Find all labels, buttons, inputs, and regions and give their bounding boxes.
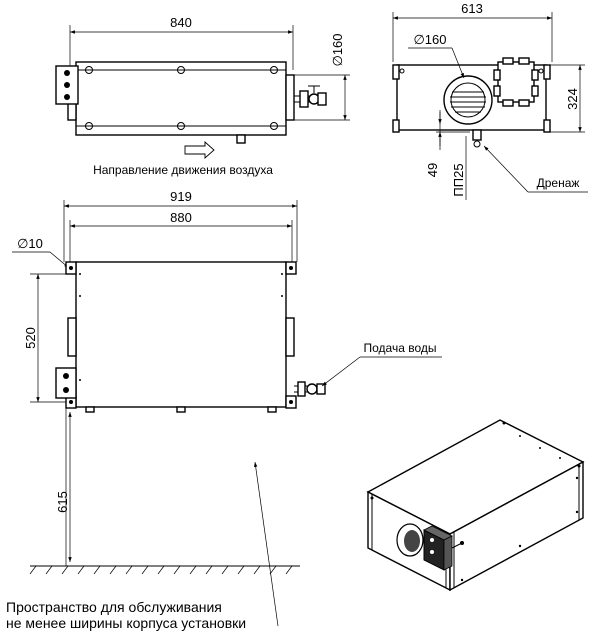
iso-side-face — [449, 460, 584, 592]
dim-pipe-label: ПП25 — [451, 163, 466, 196]
plan-view: 919 880 ∅10 — [6, 189, 442, 631]
water-valve-front — [294, 85, 327, 108]
service-space-line2: не менее ширины корпуса установки — [6, 615, 246, 631]
fan-grille — [443, 75, 493, 125]
water-supply-label: Подача воды — [364, 341, 437, 355]
electrical-box-side — [493, 57, 539, 107]
side-view: 613 — [392, 1, 588, 200]
drain-label: Дренаж — [537, 176, 580, 190]
dim-offset-label: 49 — [425, 163, 440, 177]
dim-duct-side-label: ∅160 — [413, 32, 446, 47]
airflow-arrow — [184, 140, 215, 160]
dim-width-label: 613 — [461, 1, 483, 16]
unit-body-plan — [75, 261, 287, 408]
dim-depth-label: 520 — [23, 327, 38, 349]
dim-body-label: 880 — [170, 210, 192, 225]
terminal-block-plan — [55, 367, 77, 399]
water-connection-plan — [294, 381, 326, 397]
iso-electrical-box — [423, 525, 453, 571]
top-view: 840 — [55, 15, 350, 177]
unit-body-front — [75, 61, 287, 136]
dim-clearance-label: 615 — [55, 491, 70, 513]
floor-line — [29, 565, 300, 575]
service-space-line1: Пространство для обслуживания — [6, 599, 222, 615]
dim-height-label: 324 — [565, 88, 580, 110]
dim-duct-front-label: ∅160 — [330, 33, 345, 66]
iso-duct-spigot — [396, 523, 424, 557]
dim-overall-label: 919 — [170, 189, 192, 204]
dim-length-label: 840 — [170, 15, 192, 30]
isometric-view — [366, 419, 585, 592]
dim-hole-label: ∅10 — [17, 236, 43, 251]
airflow-direction-label: Направление движения воздуха — [93, 163, 273, 177]
